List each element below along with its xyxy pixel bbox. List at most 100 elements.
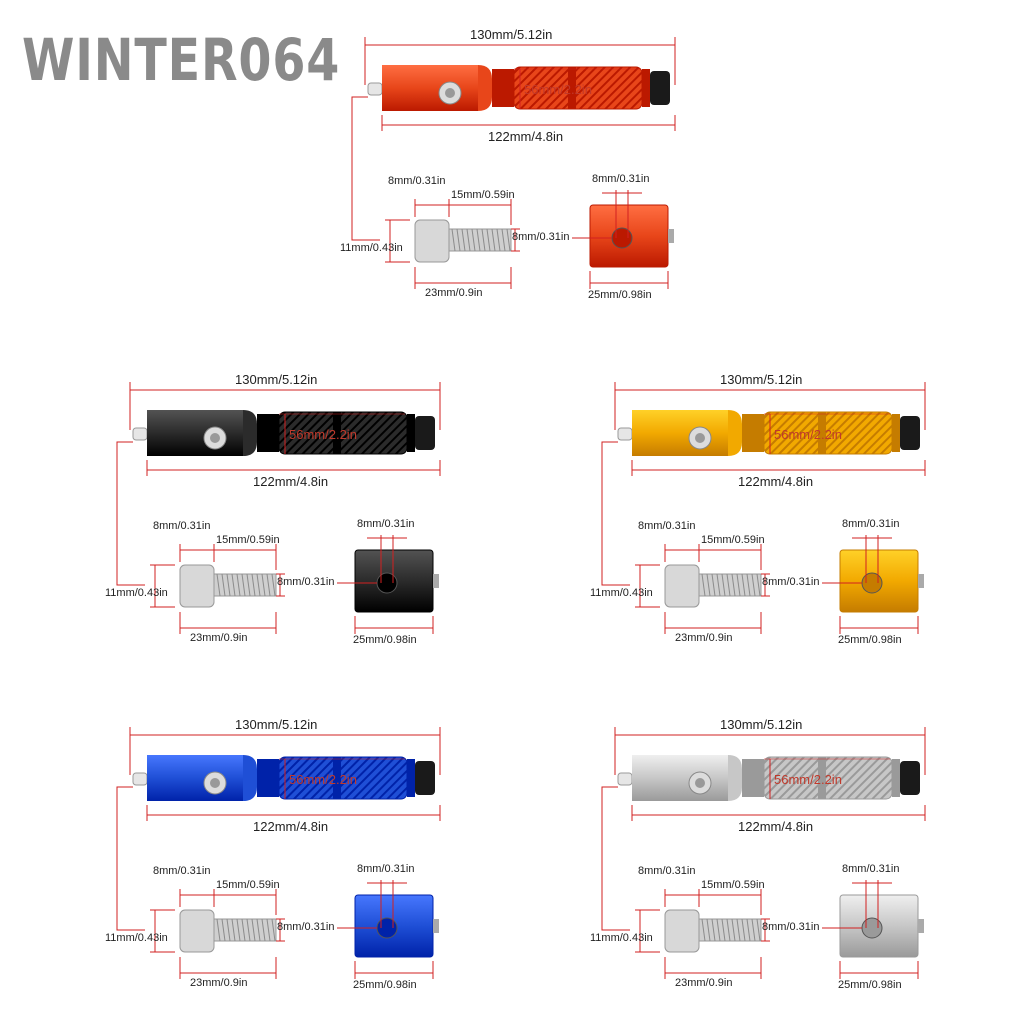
leader-line <box>116 441 145 586</box>
bolt-diameter-label: 8mm/0.31in <box>512 231 570 243</box>
grip-diameter-dim <box>279 758 405 799</box>
peg-length-dim <box>146 460 441 476</box>
bolt-diameter-label: 8mm/0.31in <box>762 921 820 933</box>
bolt-length-label: 23mm/0.9in <box>675 977 733 989</box>
bolt-diameter-label: 8mm/0.31in <box>277 576 335 588</box>
overall-length-dim <box>614 727 926 775</box>
peg-length-dim <box>146 805 441 821</box>
grip-diameter-label: 56mm/2.2in <box>774 427 842 442</box>
foot-peg <box>367 65 670 111</box>
watermark: WINTER064 <box>22 26 341 94</box>
bolt-length-label: 23mm/0.9in <box>190 632 248 644</box>
block-width-label: 25mm/0.98in <box>353 634 417 646</box>
block-dims <box>839 535 919 634</box>
product-panel-silver: 130mm/5.12in 56mm/2.2in 122mm/4.8in 8mm/… <box>590 715 930 1015</box>
overall-length-label: 130mm/5.12in <box>720 372 803 387</box>
bolt-diameter-label: 8mm/0.31in <box>762 576 820 588</box>
grip-diameter-label: 56mm/2.2in <box>524 82 592 97</box>
bolt <box>414 219 512 263</box>
grip-diameter-dim <box>514 68 640 109</box>
peg-diagram <box>601 382 926 634</box>
foot-peg <box>617 755 920 801</box>
block-dims <box>354 880 434 979</box>
bolt-height-label: 11mm/0.43in <box>105 587 168 599</box>
peg-length-label: 122mm/4.8in <box>253 819 329 834</box>
bolt-dims <box>635 544 770 634</box>
peg-diagram <box>116 382 441 634</box>
bolt-dims <box>635 889 770 979</box>
product-panel-gold: 130mm/5.12in 56mm/2.2in 122mm/4.8in 8mm/… <box>590 370 930 670</box>
bolt <box>179 909 277 953</box>
overall-length-label: 130mm/5.12in <box>235 717 318 732</box>
bolt-head-label: 8mm/0.31in <box>388 175 446 187</box>
bolt-length-label: 23mm/0.9in <box>190 977 248 989</box>
grip-diameter-dim <box>764 413 890 454</box>
peg-length-label: 122mm/4.8in <box>738 474 814 489</box>
bolt-thread-label: 15mm/0.59in <box>451 189 515 201</box>
peg-length-label: 122mm/4.8in <box>488 129 564 144</box>
bolt <box>664 909 762 953</box>
bolt-head-label: 8mm/0.31in <box>638 865 696 877</box>
overall-length-dim <box>129 727 441 775</box>
product-panel-orange: 130mm/5.12in 56mm/2.2in 122mm/4.8in 8mm/… <box>340 25 680 325</box>
block-hole-label: 8mm/0.31in <box>357 863 415 875</box>
product-panel-black: 130mm/5.12in 56mm/2.2in 122mm/4.8in 8mm/… <box>105 370 445 670</box>
block-width-label: 25mm/0.98in <box>588 289 652 301</box>
bolt-thread-label: 15mm/0.59in <box>216 879 280 891</box>
grip-diameter-label: 56mm/2.2in <box>774 772 842 787</box>
bolt-height-label: 11mm/0.43in <box>105 932 168 944</box>
foot-peg <box>132 410 435 456</box>
grip-diameter-label: 56mm/2.2in <box>289 772 357 787</box>
bolt-height-label: 11mm/0.43in <box>340 242 403 254</box>
bolt-dims <box>150 544 285 634</box>
bolt <box>179 564 277 608</box>
bolt-dims <box>150 889 285 979</box>
overall-length-dim <box>614 382 926 430</box>
peg-length-label: 122mm/4.8in <box>253 474 329 489</box>
peg-diagram <box>351 37 676 289</box>
foot-peg <box>132 755 435 801</box>
peg-length-dim <box>631 805 926 821</box>
block-hole-label: 8mm/0.31in <box>842 863 900 875</box>
bolt-head-label: 8mm/0.31in <box>638 520 696 532</box>
leader-line <box>351 96 380 241</box>
clamp-block <box>337 894 439 958</box>
block-hole-label: 8mm/0.31in <box>357 518 415 530</box>
block-hole-label: 8mm/0.31in <box>842 518 900 530</box>
leader-line <box>601 441 630 586</box>
product-panel-blue: 130mm/5.12in 56mm/2.2in 122mm/4.8in 8mm/… <box>105 715 445 1015</box>
clamp-block <box>337 549 439 613</box>
block-width-label: 25mm/0.98in <box>838 634 902 646</box>
bolt-length-label: 23mm/0.9in <box>425 287 483 299</box>
clamp-block <box>822 549 924 613</box>
bolt-diameter-label: 8mm/0.31in <box>277 921 335 933</box>
bolt-thread-label: 15mm/0.59in <box>701 534 765 546</box>
bolt-length-label: 23mm/0.9in <box>675 632 733 644</box>
overall-length-label: 130mm/5.12in <box>720 717 803 732</box>
block-width-label: 25mm/0.98in <box>838 979 902 991</box>
block-dims <box>839 880 919 979</box>
foot-peg <box>617 410 920 456</box>
leader-line <box>116 786 145 931</box>
block-width-label: 25mm/0.98in <box>353 979 417 991</box>
bolt-head-label: 8mm/0.31in <box>153 520 211 532</box>
peg-diagram <box>601 727 926 979</box>
clamp-block <box>572 204 674 268</box>
peg-length-dim <box>381 115 676 131</box>
grip-diameter-dim <box>279 413 405 454</box>
peg-length-label: 122mm/4.8in <box>738 819 814 834</box>
grip-diameter-label: 56mm/2.2in <box>289 427 357 442</box>
overall-length-dim <box>129 382 441 430</box>
bolt-head-label: 8mm/0.31in <box>153 865 211 877</box>
block-hole-label: 8mm/0.31in <box>592 173 650 185</box>
peg-diagram <box>116 727 441 979</box>
bolt <box>664 564 762 608</box>
peg-length-dim <box>631 460 926 476</box>
grip-diameter-dim <box>764 758 890 799</box>
overall-length-dim <box>364 37 676 85</box>
overall-length-label: 130mm/5.12in <box>470 27 553 42</box>
leader-line <box>601 786 630 931</box>
overall-length-label: 130mm/5.12in <box>235 372 318 387</box>
block-dims <box>354 535 434 634</box>
clamp-block <box>822 894 924 958</box>
